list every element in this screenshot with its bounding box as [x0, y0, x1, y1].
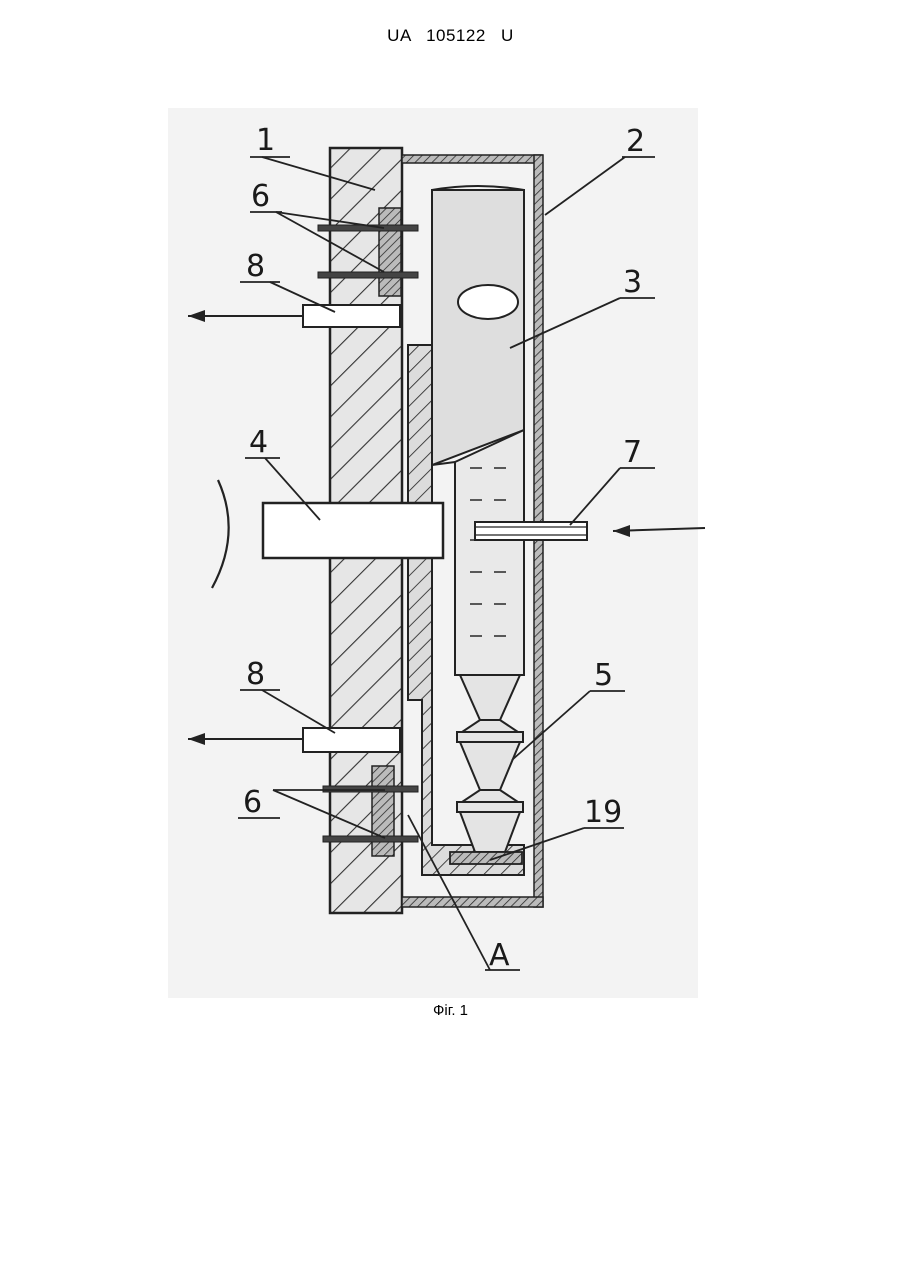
label-19: 19	[584, 795, 622, 830]
label-6-top: 6	[251, 179, 270, 214]
figure-caption: Фіг. 1	[0, 1002, 901, 1019]
label-6-bottom: 6	[243, 785, 262, 820]
label-2: 2	[626, 124, 645, 159]
label-3: 3	[623, 265, 642, 300]
label-5: 5	[594, 658, 613, 693]
shaft-part-4	[263, 503, 443, 558]
label-7: 7	[623, 435, 642, 470]
bubble	[458, 285, 518, 319]
label-8-top: 8	[246, 249, 265, 284]
seal-part-19	[450, 852, 522, 864]
label-8-bottom: 8	[246, 657, 265, 692]
label-1: 1	[256, 123, 275, 158]
label-4: 4	[249, 425, 268, 460]
label-A: A	[489, 938, 510, 973]
